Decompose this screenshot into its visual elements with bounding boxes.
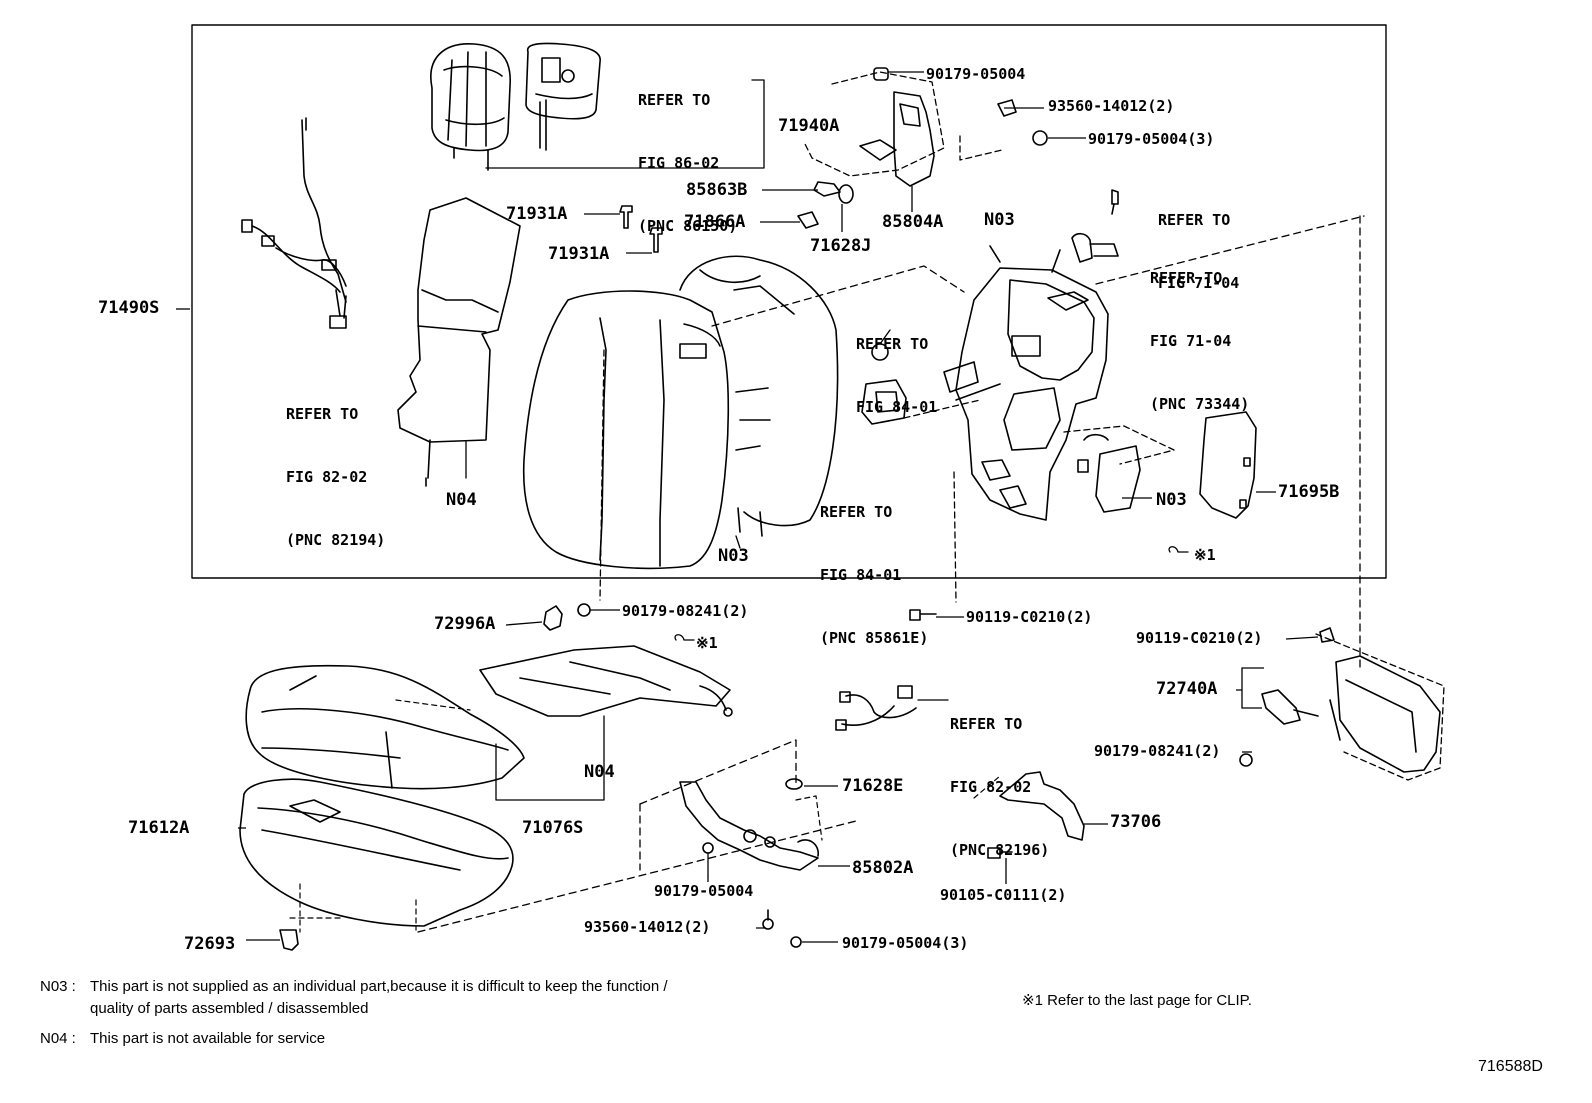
switch-bracket-drawing (861, 329, 981, 425)
ref-headrest: REFER TO FIG 86-02 (PNC 86150) (638, 48, 737, 258)
back-board-drawing (1199, 411, 1257, 519)
note-n03-code: N03 : (40, 978, 76, 995)
ref-fig71-pnc-line3: (PNC 73344) (1150, 395, 1250, 413)
part-90179-08241-a: 90179-08241(2) (622, 602, 749, 620)
part-90179-05004-3-top: 90179-05004(3) (1088, 130, 1215, 148)
label-71866a: 71866A (684, 212, 746, 232)
bracket-73706-drawing (973, 771, 1085, 841)
part-90179-05004-top: 90179-05004 (926, 65, 1026, 83)
clip-mark-lower: ※1 (696, 634, 718, 652)
bracket-7344-drawing (1071, 189, 1119, 263)
ref-harness-upper-line1: REFER TO (286, 405, 359, 423)
label-71490s: 71490S (98, 298, 160, 318)
nut-71628e-drawing (785, 778, 803, 790)
seat-track-drawing (1239, 627, 1445, 781)
clip-72693-drawing (279, 929, 299, 951)
headrest-drawing (430, 42, 765, 171)
ref-harness-lower-line3: (PNC 82196) (950, 841, 1050, 859)
label-72996a: 72996A (434, 614, 496, 634)
part-90105-c0111: 90105-C0111(2) (940, 886, 1067, 904)
ref-headrest-line1: REFER TO (638, 91, 711, 109)
note-n03-line1: This part is not supplied as an individu… (90, 978, 668, 995)
part-93560-14012-bot: 93560-14012(2) (584, 918, 711, 936)
label-n04-lower: N04 (584, 762, 615, 782)
ref-harness-lower-line2: FIG 82-02 (950, 778, 1032, 796)
part-93560-14012-top: 93560-14012(2) (1048, 97, 1175, 115)
note-n03-line2: quality of parts assembled / disassemble… (90, 1000, 369, 1017)
label-n03-frame: N03 (984, 210, 1015, 230)
seat-cushion-cover-drawing (245, 664, 525, 790)
side-module-drawing (1063, 425, 1175, 513)
ref-fig84-lower-line1: REFER TO (820, 503, 893, 521)
ref-fig71-pnc-line1: REFER TO (1150, 269, 1223, 287)
ref-fig71-pnc: REFER TO FIG 71-04 (PNC 73344) (1150, 226, 1249, 436)
ref-harness-upper-line2: FIG 82-02 (286, 468, 368, 486)
seatback-frame-drawing (943, 245, 1109, 603)
label-71695b: 71695B (1278, 482, 1340, 502)
ref-harness-upper-line3: (PNC 82194) (286, 531, 386, 549)
ref-fig84-upper-line1: REFER TO (856, 335, 929, 353)
ref-fig84-upper: REFER TO FIG 84-01 (856, 292, 937, 439)
note-clip: ※1 Refer to the last page for CLIP. (1022, 992, 1252, 1009)
label-71076s: 71076S (522, 818, 584, 838)
drawing-id: 716588D (1478, 1058, 1543, 1075)
label-71628j: 71628J (810, 236, 872, 256)
part-90179-05004-3-bot: 90179-05004(3) (842, 934, 969, 952)
ref-harness-lower-line1: REFER TO (950, 715, 1023, 733)
label-71628e: 71628E (842, 776, 904, 796)
part-90119-c0210-b: 90119-C0210(2) (1136, 629, 1263, 647)
ref-fig71-pnc-line2: FIG 71-04 (1150, 332, 1232, 350)
label-n04-upper: N04 (446, 490, 477, 510)
label-71940a: 71940A (778, 116, 840, 136)
cap-72996a-drawing (543, 603, 591, 631)
label-n03-side: N03 (1156, 490, 1187, 510)
part-90119-c0210-a: 90119-C0210(2) (966, 608, 1093, 626)
ref-fig84-lower-line3: (PNC 85861E) (820, 629, 929, 647)
part-90179-05004-bot: 90179-05004 (654, 882, 754, 900)
label-73706: 73706 (1110, 812, 1162, 832)
label-71931a-2: 71931A (548, 244, 610, 264)
label-n03-cushion: N03 (718, 546, 749, 566)
note-n04-code: N04 : (40, 1030, 76, 1047)
seat-heater-mat-drawing (479, 645, 733, 801)
label-72693: 72693 (184, 934, 236, 954)
seatback-cover-drawing (522, 255, 839, 601)
ref-fig71-top-line1: REFER TO (1158, 211, 1231, 229)
clip-mark-upper: ※1 (1194, 546, 1216, 564)
label-71612a: 71612A (128, 818, 190, 838)
ref-fig84-lower: REFER TO FIG 84-01 (PNC 85861E) (820, 460, 928, 670)
ref-fig84-lower-line2: FIG 84-01 (820, 566, 902, 584)
seat-cushion-base-drawing (239, 778, 514, 933)
ref-fig71-top-line2: FIG 71-04 (1158, 274, 1240, 292)
part-90179-08241-b: 90179-08241(2) (1094, 742, 1221, 760)
label-85863b: 85863B (686, 180, 748, 200)
note-n03-text: This part is not supplied as an individu… (90, 976, 668, 1020)
label-85804a: 85804A (882, 212, 944, 232)
ref-harness-upper: REFER TO FIG 82-02 (PNC 82194) (286, 362, 385, 572)
ref-fig84-upper-line2: FIG 84-01 (856, 398, 938, 416)
note-n04-line1: This part is not available for service (90, 1030, 326, 1047)
label-71931a-1: 71931A (506, 204, 568, 224)
label-72740a: 72740A (1156, 679, 1218, 699)
ref-headrest-line2: FIG 86-02 (638, 154, 720, 172)
ref-harness-lower: REFER TO FIG 82-02 (PNC 82196) (950, 672, 1049, 882)
rail-bracket-drawing (679, 781, 823, 877)
label-85802a: 85802A (852, 858, 914, 878)
adjuster-top-drawing (797, 67, 1048, 229)
seatback-pad-drawing (397, 197, 521, 487)
bolt-c0210-a-drawing (909, 609, 937, 621)
harness-lower-drawing (835, 685, 949, 731)
ref-fig71-top: REFER TO FIG 71-04 (1158, 168, 1239, 315)
seatback-assembly-frame (191, 24, 1387, 579)
harness-upper-drawing (241, 117, 347, 329)
